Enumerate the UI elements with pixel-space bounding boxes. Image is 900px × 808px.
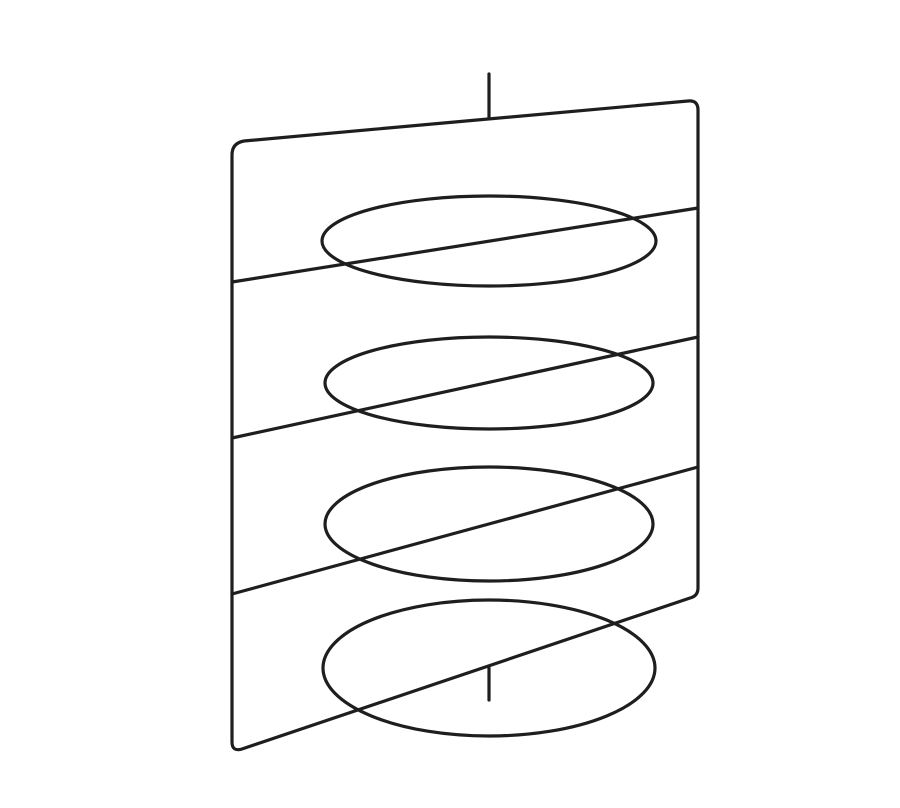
ellipse-4 [321,598,657,738]
plane-outline [230,99,700,752]
ellipse-1 [320,194,658,288]
ellipse-2 [323,335,655,431]
ellipse-3 [323,465,655,583]
slice-line-1 [230,206,700,284]
